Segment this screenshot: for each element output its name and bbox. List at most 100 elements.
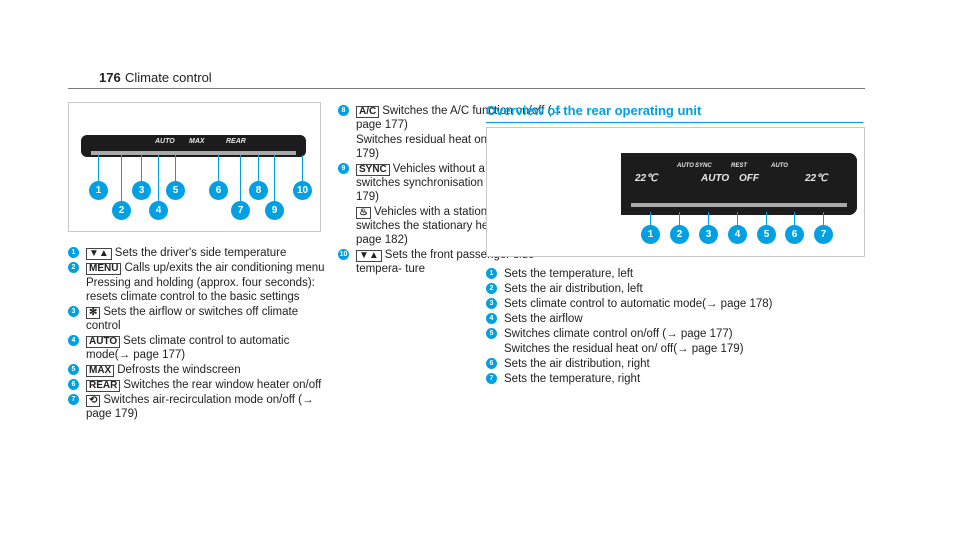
- button-symbol-icon: ▼▲: [86, 248, 112, 260]
- callout-number: 3: [68, 306, 79, 317]
- callout-line: [175, 155, 176, 181]
- list-item: Pressing and holding (approx. four secon…: [68, 276, 333, 304]
- item-text: Sets the airflow or switches off climate…: [86, 306, 299, 332]
- callout-9: 9: [265, 201, 284, 220]
- button-symbol-icon: ▼▲: [356, 250, 382, 262]
- item-text: Defrosts the windscreen: [117, 364, 241, 376]
- page-number: 176: [99, 70, 121, 85]
- callout-number: 2: [68, 262, 79, 273]
- rear-panel-label: OFF: [739, 173, 759, 184]
- callout-line: [98, 155, 99, 181]
- rear-panel-label: 22℃: [635, 173, 658, 184]
- callout-number: 5: [486, 328, 497, 339]
- callout-number: 8: [338, 105, 349, 116]
- button-symbol-icon: SYNC: [356, 164, 390, 176]
- list-item: 3 ✻Sets the airflow or switches off clima…: [68, 305, 333, 333]
- callout-number: 9: [338, 163, 349, 174]
- callout-line: [141, 155, 142, 181]
- rear-panel-label: AUTO: [677, 163, 694, 169]
- rear-callout-1: 1: [641, 225, 660, 244]
- rear-button-strip: [631, 203, 847, 207]
- callout-line: [650, 212, 651, 226]
- button-strip: [91, 151, 296, 155]
- item-text: Sets climate control to automatic mode(→…: [504, 298, 773, 310]
- item-text: Calls up/exits the air conditioning menu: [124, 262, 325, 274]
- rear-panel-label: AUTO: [701, 173, 730, 184]
- list-item: 1 Sets the temperature, left: [486, 267, 786, 281]
- list-item: 1 ▼▲Sets the driver's side temperature: [68, 246, 333, 260]
- callout-8: 8: [249, 181, 268, 200]
- item-text: Switches climate control on/off (→ page …: [504, 328, 733, 340]
- callout-line: [302, 155, 303, 181]
- callout-number: 1: [486, 268, 497, 279]
- item-text: Sets the airflow: [504, 313, 583, 325]
- page-header: 176 Climate control: [68, 68, 865, 89]
- callout-5: 5: [166, 181, 185, 200]
- panel-rear-label: REAR: [226, 138, 246, 145]
- button-symbol-icon: A/C: [356, 106, 380, 118]
- callout-1: 1: [89, 181, 108, 200]
- callout-line: [240, 155, 241, 201]
- item-text: Sets the temperature, right: [504, 373, 641, 385]
- callout-line: [218, 155, 219, 181]
- list-item: 7⟲Switches air-recirculation mode on/off…: [68, 393, 333, 421]
- callout-line: [708, 212, 709, 226]
- callout-number: 5: [68, 364, 79, 375]
- callout-line: [679, 212, 680, 226]
- item-text: Switches air-recirculation mode on/off (…: [86, 394, 314, 420]
- list-item: Switches the residual heat on/ off(→ pag…: [486, 342, 786, 356]
- button-symbol-icon: REAR: [86, 380, 121, 392]
- rear-panel-label: AUTO: [771, 163, 788, 169]
- callout-number: 6: [68, 379, 79, 390]
- item-text: Pressing and holding (approx. four secon…: [86, 277, 315, 303]
- item-text: Switches the residual heat on/ off(→ pag…: [504, 343, 744, 355]
- list-item: 3 Sets climate control to automatic mode(…: [486, 297, 786, 311]
- rear-callout-4: 4: [728, 225, 747, 244]
- rear-callout-3: 3: [699, 225, 718, 244]
- callout-2: 2: [112, 201, 131, 220]
- callout-number: 4: [486, 313, 497, 324]
- item-text: Sets the air distribution, left: [504, 283, 643, 295]
- callout-10: 10: [293, 181, 312, 200]
- rear-callout-7: 7: [814, 225, 833, 244]
- item-text: Sets the driver's side temperature: [114, 247, 287, 259]
- callout-number: 7: [68, 394, 79, 405]
- list-item: 4 Sets the airflow: [486, 312, 786, 326]
- panel-max-label: MAX: [189, 138, 205, 145]
- item-text: Sets the temperature, left: [504, 268, 634, 280]
- rear-callout-5: 5: [757, 225, 776, 244]
- callout-line: [823, 212, 824, 226]
- callout-7: 7: [231, 201, 250, 220]
- callout-line: [121, 155, 122, 201]
- callout-number: 4: [68, 335, 79, 346]
- callout-number: 1: [68, 247, 79, 258]
- callout-number: 10: [338, 249, 349, 260]
- rear-callout-6: 6: [785, 225, 804, 244]
- rear-callout-2: 2: [670, 225, 689, 244]
- callout-line: [158, 155, 159, 201]
- button-symbol-icon: ✻: [86, 307, 101, 319]
- callout-line: [794, 212, 795, 226]
- item-text: Switches the A/C function on/off (→ page…: [356, 105, 563, 131]
- front-control-panel: AUTO MAX REAR: [81, 135, 306, 157]
- panel-auto-label: AUTO: [155, 138, 175, 145]
- callout-line: [274, 155, 275, 201]
- callout-4: 4: [149, 201, 168, 220]
- rear-panel-label: 22℃: [805, 173, 828, 184]
- callout-line: [737, 212, 738, 226]
- callout-line: [766, 212, 767, 226]
- button-symbol-icon: ♨: [356, 207, 371, 219]
- list-item: 5 Switches climate control on/off (→ page…: [486, 327, 786, 341]
- item-text: Switches the rear window heater on/off: [123, 379, 322, 391]
- rear-panel-label: REST: [731, 163, 748, 169]
- callout-number: 3: [486, 298, 497, 309]
